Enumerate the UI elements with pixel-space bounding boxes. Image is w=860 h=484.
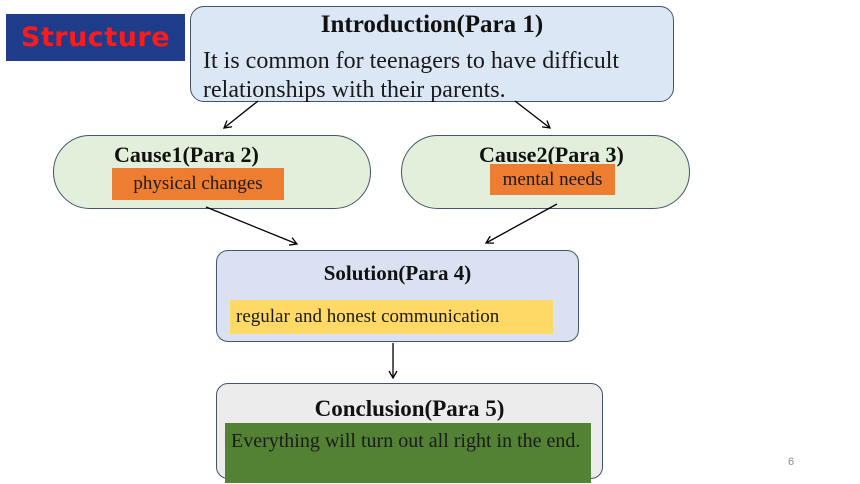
solution-tag: regular and honest communication [230, 300, 553, 334]
arrow-intro-to-cause1 [222, 100, 259, 129]
arrow-cause2-to-solution [484, 203, 558, 244]
structure-label: Structure [20, 22, 171, 53]
conclusion-tag: Everything will turn out all right in th… [225, 423, 591, 483]
cause1-tag: physical changes [112, 168, 284, 200]
solution-title: Solution(Para 4) [323, 261, 472, 285]
cause2-title: Cause2(Para 3) [479, 142, 624, 167]
conclusion-title: Conclusion(Para 5) [314, 396, 505, 421]
cause1-title: Cause1(Para 2) [114, 142, 259, 167]
introduction-box: Introduction(Para 1) It is common for te… [190, 6, 674, 103]
cause2-tag: mental needs [490, 164, 615, 195]
arrow-cause1-to-solution [205, 206, 299, 246]
arrow-intro-to-cause2 [514, 100, 552, 129]
structure-badge: Structure [6, 14, 185, 61]
introduction-title: Introduction(Para 1) [320, 11, 544, 38]
page-number: 6 [788, 456, 795, 468]
introduction-text: It is common for teenagers to have diffi… [203, 48, 620, 103]
